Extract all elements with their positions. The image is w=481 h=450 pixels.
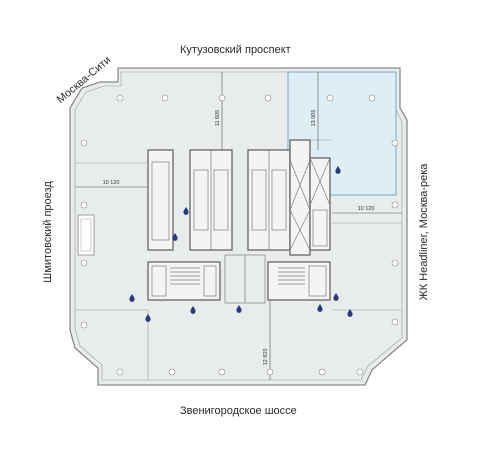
curtain-wall-line	[74, 71, 403, 381]
street-label-west: Шмитовский проезд	[42, 181, 54, 283]
building-core	[147, 139, 331, 304]
wall-niche	[77, 214, 95, 256]
street-label-north: Кутузовский проспект	[180, 44, 291, 56]
structural-columns	[80, 94, 399, 376]
dimension-lines	[75, 72, 402, 380]
street-label-east: ЖК Headliner, Москва-река	[418, 163, 430, 301]
street-label-south: Звенигородское шоссе	[180, 405, 297, 417]
